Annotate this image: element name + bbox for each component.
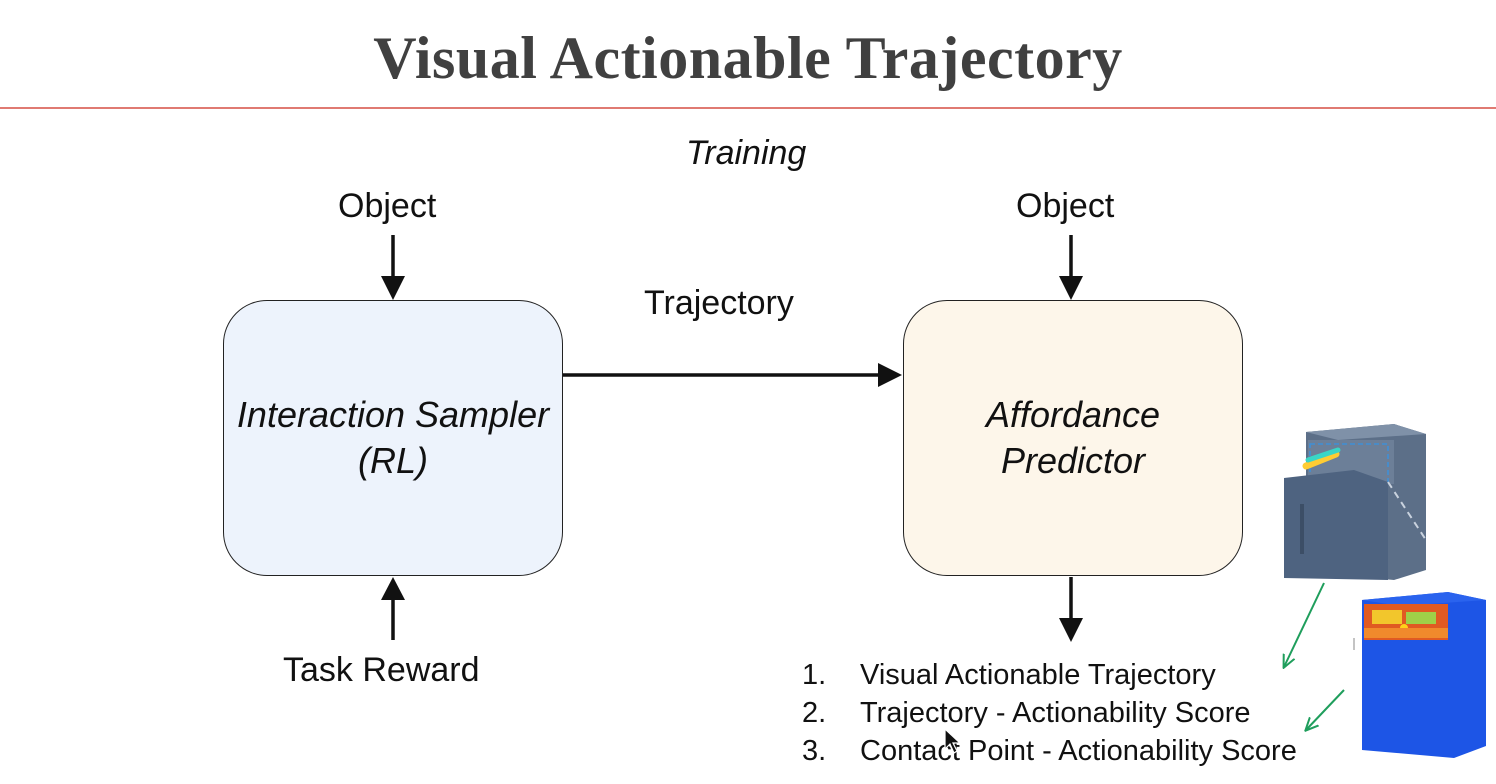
section-label: Training — [686, 134, 807, 172]
output-item: 3. Contact Point - Actionability Score — [802, 732, 1297, 770]
output-item: 1. Visual Actionable Trajectory — [802, 656, 1297, 694]
left-object-arrow — [381, 235, 405, 300]
trajectory-arrow — [563, 363, 902, 387]
slide-title: Visual Actionable Trajectory — [373, 25, 1123, 91]
output-item-label: Contact Point - Actionability Score — [860, 735, 1297, 767]
output-arrow — [1059, 577, 1083, 642]
cabinet-render-icon — [1284, 424, 1427, 580]
interaction-sampler-box: Interaction Sampler (RL) — [223, 300, 563, 576]
annotation-arrow-1 — [1284, 582, 1325, 667]
cabinet-heatmap-icon — [1353, 592, 1486, 758]
interaction-sampler-title: Interaction Sampler — [236, 394, 550, 435]
affordance-predictor-title-line1: Affordance — [985, 394, 1161, 435]
right-object-arrow — [1059, 235, 1083, 300]
output-item-label: Trajectory - Actionability Score — [860, 697, 1251, 729]
output-list: 1. Visual Actionable Trajectory 2. Traject… — [802, 656, 1297, 770]
title-divider — [0, 107, 1496, 109]
annotation-arrow-2 — [1306, 689, 1345, 730]
affordance-predictor-title-line2: Predictor — [1000, 440, 1146, 481]
affordance-predictor-box: Affordance Predictor — [903, 300, 1243, 576]
output-item-number: 3. — [802, 735, 827, 767]
task-reward-label: Task Reward — [283, 651, 480, 689]
output-item-number: 2. — [802, 697, 827, 729]
output-item: 2. Trajectory - Actionability Score — [802, 694, 1297, 732]
task-reward-arrow — [381, 577, 405, 640]
mouse-cursor-icon — [944, 728, 962, 754]
trajectory-edge-label: Trajectory — [644, 284, 794, 322]
right-input-label: Object — [1016, 187, 1115, 225]
output-item-number: 1. — [802, 659, 827, 691]
left-input-label: Object — [338, 187, 437, 225]
output-item-label: Visual Actionable Trajectory — [860, 659, 1216, 691]
interaction-sampler-subtitle: (RL) — [358, 440, 428, 481]
